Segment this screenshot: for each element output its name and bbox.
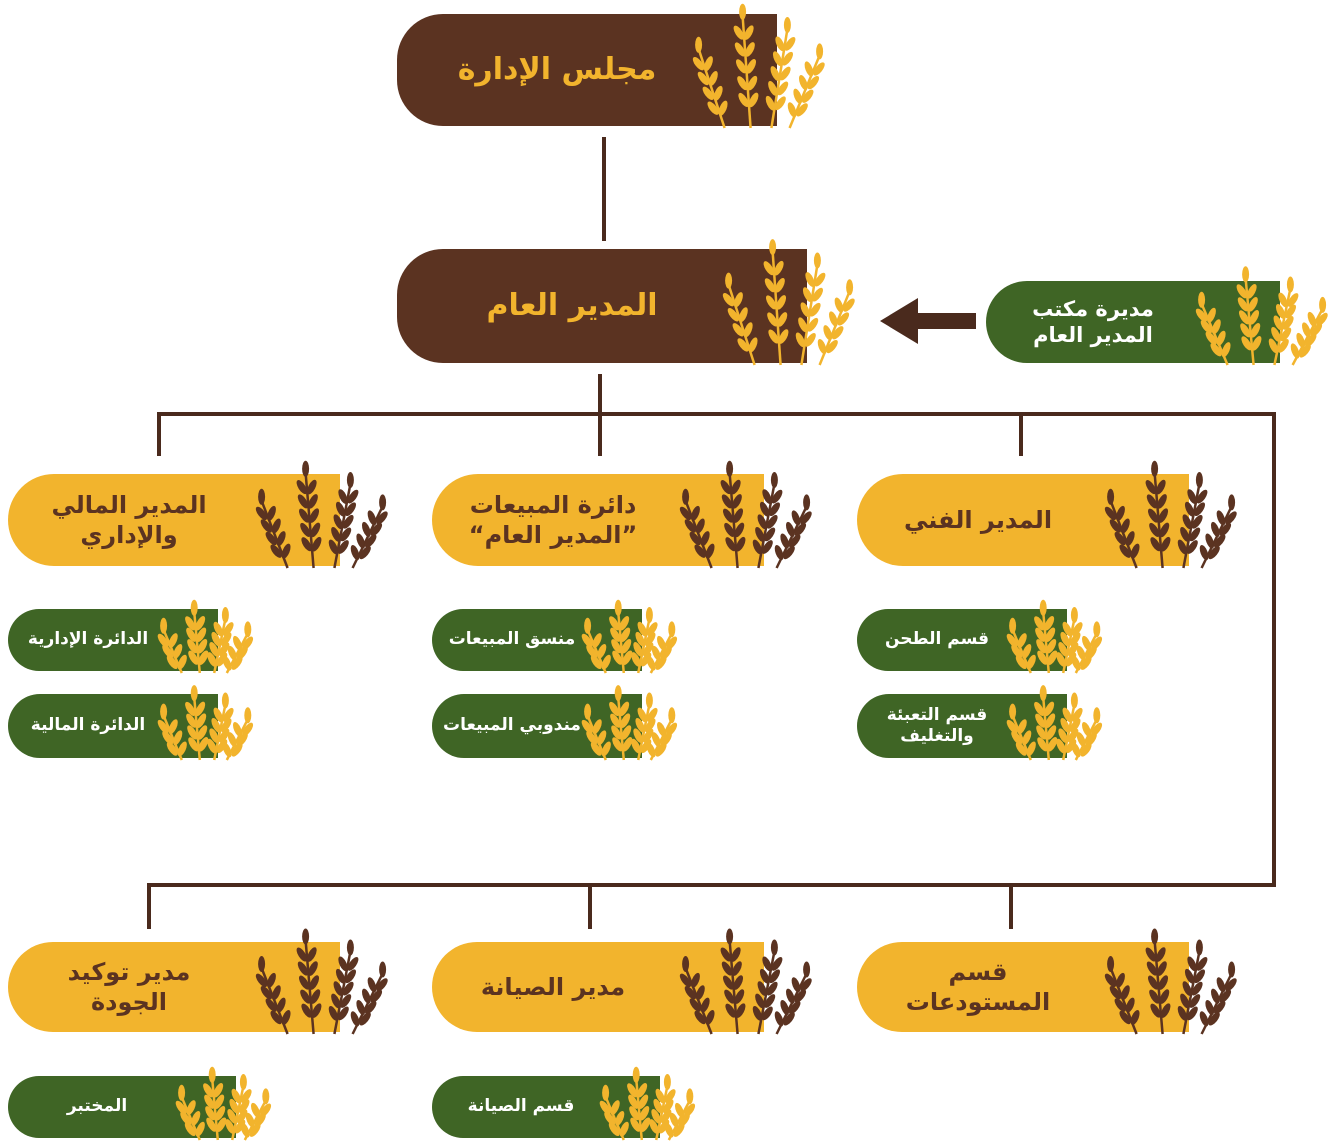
packaging-section-node: قسم التعبئة والتغليف [857,685,1103,761]
connector-row2-left-drop [147,883,151,929]
connector-board-gm [602,137,606,241]
wheat-icon [680,928,813,1035]
wheat-icon [680,460,813,569]
maintenance-manager-node: مدير الصيانة [432,928,813,1035]
milling-section-node: قسم الطحن [857,599,1103,674]
technical-manager-node: المدير الفني [857,460,1238,569]
packaging-section-line2: والتغليف [900,726,974,746]
wheat-icon [581,599,678,674]
milling-section-label: قسم الطحن [885,629,990,650]
wheat-icon [256,928,389,1035]
gm-office-manager-line1: مديرة مكتب [1032,296,1154,321]
maintenance-section-node: قسم الصيانة [432,1066,696,1141]
financial-department-node: الدائرة المالية [8,685,254,761]
connector-row1-mid-drop [598,412,602,456]
connector-row1-horizontal [157,412,1276,416]
wheat-icon [175,1066,272,1141]
connector-row2-horizontal [147,883,1276,887]
warehouses-section-line1: قسم [948,958,1008,986]
sales-coordinator-label: منسق المبيعات [448,629,576,650]
laboratory-label: المختبر [66,1096,128,1117]
sales-department-line2: ”المدير العام“ [468,521,638,549]
packaging-section-line1: قسم التعبئة [886,704,988,725]
sales-department-node: دائرة المبيعات ”المدير العام“ [432,460,813,569]
maintenance-section-label: قسم الصيانة [467,1096,575,1117]
wheat-icon [256,460,389,569]
finance-admin-manager-line1: المدير المالي [51,491,207,519]
wheat-icon [1105,928,1238,1035]
board-label: مجلس الإدارة [457,52,657,88]
quality-assurance-manager-line1: مدير توكيد [67,958,191,986]
sales-coordinator-node: منسق المبيعات [432,599,678,674]
sales-representatives-node: مندوبي المبيعات [432,685,678,761]
wheat-icon [723,239,856,366]
wheat-icon [1006,685,1103,761]
maintenance-manager-label: مدير الصيانة [480,973,626,1001]
finance-admin-manager-node: المدير المالي والإداري [8,460,389,569]
wheat-icon [1196,266,1329,366]
wheat-icon [581,685,678,761]
arrow-left-icon [880,298,976,344]
wheat-icon [1006,599,1103,674]
warehouses-section-node: قسم المستودعات [857,928,1238,1035]
warehouses-section-line2: المستودعات [905,988,1051,1016]
connector-row1-right-drop [1019,412,1023,456]
technical-manager-label: المدير الفني [903,506,1053,534]
board-node: مجلس الإدارة [397,3,826,129]
quality-assurance-manager-line2: الجودة [90,988,168,1016]
general-manager-label: المدير العام [486,288,658,324]
connector-gm-down [598,374,602,414]
gm-office-manager-node: مديرة مكتب المدير العام [986,266,1329,366]
wheat-icon [157,685,254,761]
finance-admin-manager-line2: والإداري [80,521,178,549]
connector-right-vertical [1272,412,1276,887]
gm-office-manager-line2: المدير العام [1033,323,1153,347]
connector-row2-mid-drop [588,883,592,929]
sales-department-line1: دائرة المبيعات [469,491,637,519]
quality-assurance-manager-node: مدير توكيد الجودة [8,928,389,1035]
sales-representatives-label: مندوبي المبيعات [443,715,581,736]
laboratory-node: المختبر [8,1066,272,1141]
wheat-icon [157,599,254,674]
general-manager-node: المدير العام [397,239,856,366]
wheat-icon [1105,460,1238,569]
connector-row2-right-drop [1009,883,1013,929]
administrative-department-label: الدائرة الإدارية [27,629,149,650]
wheat-icon [693,3,826,129]
wheat-icon [599,1066,696,1141]
administrative-department-node: الدائرة الإدارية [8,599,254,674]
connector-row1-left-drop [157,412,161,456]
financial-department-label: الدائرة المالية [30,715,146,736]
